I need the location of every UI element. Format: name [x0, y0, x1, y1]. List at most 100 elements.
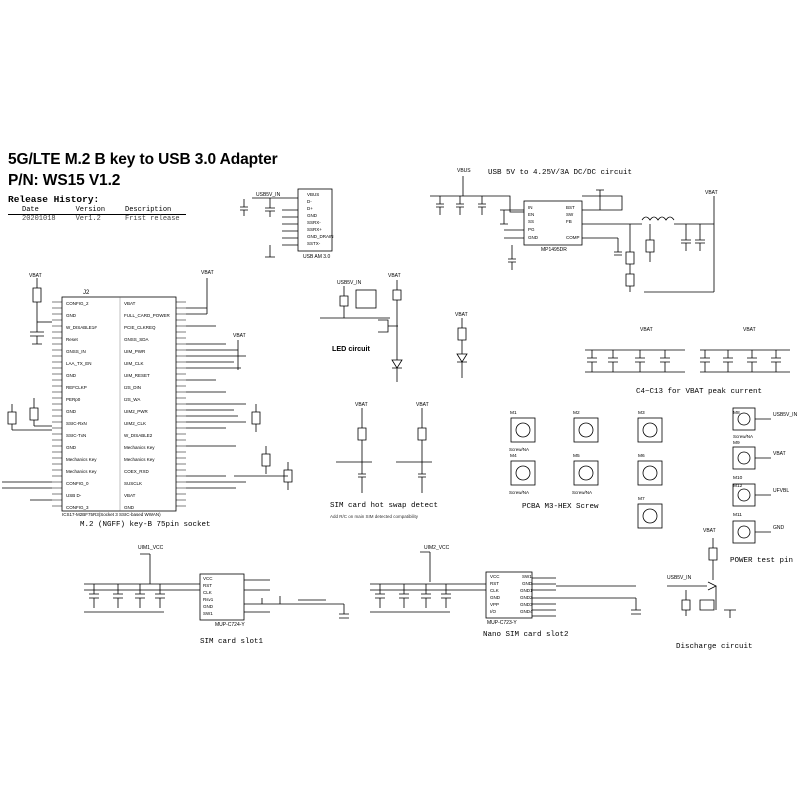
screw-label-m5: M5: [573, 454, 580, 459]
svg-text:VBAT: VBAT: [124, 301, 136, 306]
column-version: Version: [61, 206, 112, 215]
svg-text:GNSS_IN: GNSS_IN: [66, 349, 86, 354]
svg-text:GND: GND: [203, 604, 214, 609]
m2-ref: J2: [83, 290, 90, 296]
svg-text:EN: EN: [528, 212, 534, 217]
screw-label-m11: M11: [733, 513, 742, 518]
block-title-sim1: SIM card slot1: [200, 638, 264, 646]
svg-text:Mechanics Key: Mechanics Key: [124, 457, 155, 462]
svg-text:GND2: GND2: [520, 595, 533, 600]
svg-text:GND3: GND3: [520, 602, 533, 607]
screw-label-m9: M9: [733, 441, 740, 446]
sim1-body: [199, 573, 245, 621]
svg-text:FB: FB: [566, 219, 572, 224]
svg-text:VCC: VCC: [203, 576, 213, 581]
svg-text:CLK: CLK: [490, 588, 499, 593]
svg-text:REFCLKP: REFCLKP: [66, 385, 87, 390]
svg-text:GND: GND: [490, 595, 501, 600]
svg-text:I2S_WA: I2S_WA: [124, 397, 140, 402]
svg-text:GND: GND: [528, 235, 539, 240]
svg-text:SUSCLK: SUSCLK: [124, 481, 142, 486]
svg-text:SW1: SW1: [522, 574, 532, 579]
sim1-part: MUP-C724-Y: [215, 622, 245, 628]
svg-text:Mechanics Key: Mechanics Key: [66, 469, 97, 474]
svg-text:UIM_RESET: UIM_RESET: [124, 373, 150, 378]
svg-text:GNSS_SDA: GNSS_SDA: [124, 337, 149, 342]
block-title-sim-detect: SIM card hot swap detect: [330, 502, 439, 510]
screw-label-m12: M12: [733, 484, 743, 489]
svg-text:IN: IN: [528, 205, 533, 210]
screw-label-m3: M3: [638, 411, 645, 416]
testpin-usb5v: USB5V_IN: [773, 412, 798, 418]
screw-value-4: Screw/NA: [733, 434, 754, 439]
net-vbat-6: VBAT: [455, 312, 468, 318]
usb-connector-part: USB AM 3.0: [303, 254, 331, 260]
block-title-m2: M.2 (NGFF) key-B 75pin socket: [80, 521, 211, 529]
svg-text:SW: SW: [566, 212, 574, 217]
m2-pins: [52, 301, 186, 507]
svg-text:UIM2_CLK: UIM2_CLK: [124, 421, 146, 426]
column-description: Description: [111, 206, 186, 215]
block-title-discharge: Discharge circuit: [676, 643, 753, 651]
screw-value-2: Screw/NA: [509, 490, 530, 495]
net-vbat-2: VBAT: [201, 270, 214, 276]
svg-text:Reset: Reset: [66, 337, 79, 342]
block-title-led: LED circuit: [332, 344, 370, 353]
svg-text:GND: GND: [66, 313, 77, 318]
screw-grid: [510, 407, 771, 544]
net-vbat-7: VBAT: [355, 402, 368, 408]
svg-text:I2S_DIN: I2S_DIN: [124, 385, 141, 390]
screw-label-m8: M8: [733, 411, 740, 416]
net-vbus: VBUS: [457, 168, 471, 174]
svg-text:USB D-: USB D-: [66, 493, 82, 498]
screw-label-m1: M1: [510, 411, 517, 416]
dcdc-ic-body: [523, 200, 583, 246]
release-history-heading: Release History:: [8, 194, 100, 205]
block-title-sim2: Nano SIM card slot2: [483, 631, 569, 639]
net-vbat-3: VBAT: [233, 333, 246, 339]
svg-text:UIM_CLK: UIM_CLK: [124, 361, 144, 366]
net-usb5v-led: USB5V_IN: [337, 280, 362, 286]
dcdc-ic-part: MP1495DR: [541, 247, 567, 253]
testpin-vbat: VBAT: [773, 451, 786, 457]
release-history-table: Date Version Description 20201018 Ver1.2…: [8, 206, 186, 223]
svg-text:COEX_RXD: COEX_RXD: [124, 469, 150, 474]
net-vbat-1: VBAT: [29, 273, 42, 279]
svg-text:GND: GND: [124, 505, 135, 510]
net-uim1: UIM1_VCC: [138, 545, 164, 551]
svg-text:GND: GND: [307, 213, 318, 218]
svg-text:CLK: CLK: [203, 590, 212, 595]
svg-text:D+: D+: [307, 206, 313, 211]
block-title-vbat-caps: C4~C13 for VBAT peak current: [636, 388, 763, 396]
svg-text:VCC: VCC: [490, 574, 500, 579]
row-version: Ver1.2: [75, 215, 101, 223]
svg-text:RST: RST: [490, 581, 499, 586]
svg-text:UIM_PWR: UIM_PWR: [124, 349, 146, 354]
net-vbat-9: VBAT: [640, 327, 653, 333]
svg-text:SSIC-TxN: SSIC-TxN: [66, 433, 86, 438]
table-row: 20201018 Ver1.2 Frist release: [8, 215, 186, 223]
net-usb5v-conn: USB5V_IN: [256, 192, 281, 198]
screw-label-m10: M10: [733, 476, 743, 481]
svg-text:BST: BST: [566, 205, 575, 210]
block-title-power-test: POWER test pin: [730, 557, 794, 565]
svg-text:CONFIG_3: CONFIG_3: [66, 505, 89, 510]
block-title-screw: PCBA M3-HEX Screw: [522, 503, 599, 511]
svg-text:VPP: VPP: [490, 602, 499, 607]
svg-text:LAA_TX_EN: LAA_TX_EN: [66, 361, 92, 366]
svg-text:SS: SS: [528, 219, 534, 224]
screw-label-m6: M6: [638, 454, 645, 459]
svg-text:I/O: I/O: [490, 609, 497, 614]
net-vbat-5: VBAT: [388, 273, 401, 279]
sim-detect-note: Add R/C on main SIM detected compatibili…: [330, 514, 419, 519]
svg-text:SSRX+: SSRX+: [307, 227, 322, 232]
svg-text:Mechanics Key: Mechanics Key: [124, 445, 155, 450]
screw-label-m7: M7: [638, 497, 645, 502]
release-history: Release History: Date Version Descriptio…: [8, 194, 186, 223]
svg-text:GND: GND: [66, 373, 77, 378]
svg-text:SSRX-: SSRX-: [307, 220, 321, 225]
column-date: Date: [8, 206, 62, 215]
svg-text:VBAT: VBAT: [124, 493, 136, 498]
svg-text:CONFIG_0: CONFIG_0: [66, 481, 89, 486]
